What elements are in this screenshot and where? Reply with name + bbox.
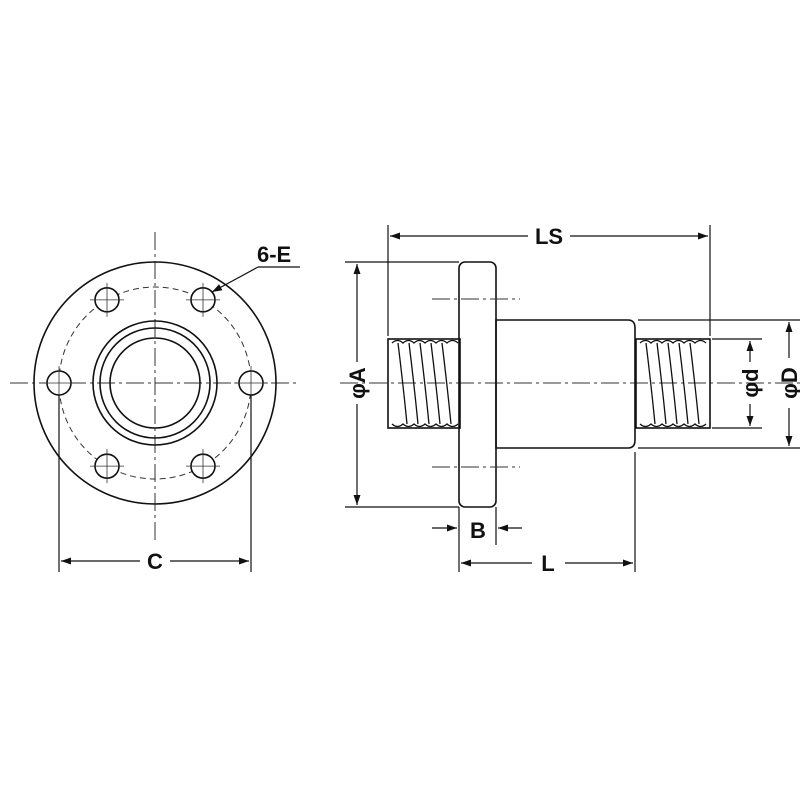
thread-crest [430, 342, 441, 425]
screw-length-label: LS [535, 224, 563, 249]
body-ring-inner [99, 327, 211, 439]
thread-edge-top [391, 339, 459, 344]
thread-crest [408, 342, 419, 425]
side-view: φA LS B L φd φD [340, 224, 800, 576]
thread-crest [419, 342, 430, 425]
flange-disk [33, 261, 277, 505]
flange-side [458, 261, 497, 508]
thread-dia-label: φd [738, 368, 763, 397]
length-label: L [541, 551, 554, 576]
thread-crest [397, 342, 408, 425]
hole-note-leader [211, 266, 259, 293]
thread-crest [656, 342, 667, 425]
hole-note-label: 6-E [257, 242, 291, 267]
flange-dia-label: φA [345, 367, 370, 399]
body-ring-outer [92, 320, 218, 446]
thread-bore [109, 337, 201, 429]
right-thread-stub [635, 338, 711, 429]
outer-dia-label: φD [777, 367, 800, 399]
right-thread-lines [639, 339, 707, 428]
thread-crest [678, 342, 689, 425]
left-thread-lines [391, 339, 459, 428]
thread-crest [667, 342, 678, 425]
thread-edge-bottom [639, 423, 707, 428]
left-thread-stub [387, 338, 461, 429]
flange-width-label: B [470, 518, 486, 543]
front-view: 6-E C [10, 232, 300, 574]
thread-crest [441, 342, 452, 425]
thread-crest [689, 342, 700, 425]
thread-edge-bottom [391, 423, 459, 428]
bolt-circle-label: C [147, 549, 163, 574]
thread-crest [645, 342, 656, 425]
thread-edge-top [639, 339, 707, 344]
nut-body [495, 319, 636, 449]
